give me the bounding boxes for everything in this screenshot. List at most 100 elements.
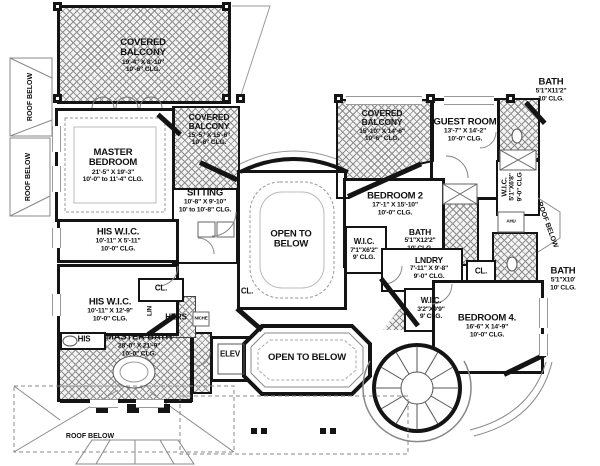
room-dims: 28'-0" X 21'-9" [117,342,161,350]
room-clg: 10'-0" CLG. [100,245,136,253]
stair-center [400,371,434,405]
room-name: BALCONY [188,121,230,132]
window [52,166,61,192]
label-elev: ELEV [219,349,241,359]
balcony-post [222,94,231,103]
wall-chamfer [235,306,264,333]
label-his: HIS [77,334,91,344]
balcony-post [334,94,343,103]
label-wic-e: W.I.C. 5'1"X6'8" 9'-0" CLG [499,172,523,201]
room-dims: 10'-8" X 9'-10" [183,198,227,206]
room-name: SITTING [186,187,224,199]
room-clg: 10'-6" CLG. [364,135,400,143]
label-bedroom-4: BEDROOM 4. 16'-6" X 14'-9" 10'-0" CLG. [457,312,517,339]
window [52,228,61,248]
room-name: BEDROOM [88,157,138,169]
room-clg: 10'-0" CLG. [469,331,505,339]
room-his-wic-1 [57,219,179,263]
room-dims: 7'-11" X 9'-8" [409,265,449,273]
room-dims: 16'-6" X 14'-9" [465,323,509,331]
room-name: BATH [538,76,564,88]
balcony-post [236,94,245,103]
balcony-outline [232,5,271,99]
label-ahu: AHU [506,218,516,224]
room-name: W.I.C. [499,177,509,197]
label-bedroom-2: BEDROOM 2 17'-1" X 15'-10" 10'-0" CLG. [367,190,423,217]
room-dims: 5'1"X11'2" [535,87,567,95]
label-his-wic-1: HIS W.I.C. 10'-11" X 5'-11" 10'-0" CLG. [95,226,141,253]
label-bath-se: BATH 5'1"X10' 10' CLG. [550,265,576,292]
room-name: BALCONY [120,47,166,59]
label-cl-left: CL. [154,283,168,293]
area-covered-balcony-w [172,106,240,196]
room-clg: 9' CLG. [352,254,376,262]
room-clg: 10' CLG. [407,244,433,252]
room-clg: 10' to 10'-8" CLG. [178,206,232,214]
area-covered-balcony-nw [57,5,231,104]
room-clg: 10'-0" CLG. [377,209,413,217]
label-master-bedroom: MASTER BEDROOM 21'-5" X 19'-3" 10'-0" to… [83,147,144,184]
room-name: BALCONY [361,117,403,128]
room-clg: 9' CLG. [419,313,443,321]
room-name: BEDROOM 4. [457,312,517,324]
room-clg: 10' CLG. [550,284,576,292]
room-name: BEDROOM 2 [367,190,423,202]
room-dims: 10'-11" X 5'-11" [95,237,141,245]
window [444,96,494,105]
room-dims: 19'-4" X 8'-10" [121,58,165,66]
room-name: COVERED [120,37,166,49]
label-wic-center: W.I.C. 7'1"X6'2" 9' CLG. [350,237,378,262]
room-name: GUEST ROOM [433,116,497,128]
label-guest-room: GUEST ROOM 13'-7" X 14'-2" 10'-0" CLG. [433,116,497,143]
room-dims: 15'-10" X 14'-6" [359,127,405,135]
room-clg: 10'-6" CLG. [191,139,227,147]
label-cl-right: CL. [474,266,488,276]
label-bath-center: BATH 5'1"X12'2" 10' CLG. [404,226,436,252]
label-open-to-below-s: OPEN TO BELOW [268,351,346,363]
window [539,334,548,356]
label-covered-balcony-e: COVERED BALCONY 15'-10" X 14'-6" 10'-6" … [359,108,405,143]
label-covered-balcony-nw: COVERED BALCONY 19'-4" X 8'-10" 10'-6" C… [120,37,166,74]
balcony-post [53,2,62,11]
room-name: BATH [408,226,432,237]
label-roof-below-nw: ROOF BELOW [27,72,35,122]
label-bath-ne: BATH 5'1"X11'2" 10' CLG. [535,76,567,102]
room-dims: 5'1"X12'2" [404,237,436,245]
porch-columns [96,404,336,434]
room-name: MASTER BATH [105,331,173,343]
room-clg: 10'-0" CLG. [447,135,483,143]
window [52,126,61,152]
room-name: HIS W.I.C. [88,296,132,308]
window [90,399,118,408]
room-name: COVERED [188,112,230,123]
label-sitting: SITTING 10'-8" X 9'-10" 10' to 10'-8" CL… [178,187,232,214]
bow-rail [239,150,349,165]
room-name: BELOW [273,239,309,250]
room-dims: 7'1"X6'2" [350,246,378,254]
room-name: W.I.C. [353,237,375,247]
room-clg: 10'-6" CLG. [125,66,161,74]
room-name: OPEN TO BELOW [268,351,346,363]
room-clg: 9'-0" CLG. [413,272,445,280]
room-dims: 5'1"X10' [550,276,576,284]
room-dims: 10'-11" X 12'-9" [87,307,133,315]
window [539,298,548,328]
label-niche: NICHE [194,315,208,321]
window [136,399,164,408]
room-name: BATH [550,265,576,277]
label-his-wic-2: HIS W.I.C. 10'-11" X 12'-9" 10'-0" CLG. [87,296,133,322]
room-name: HIS W.I.C. [96,226,140,238]
room-dims: 21'-5" X 19'-3" [91,168,135,176]
label-lin: LIN [146,306,154,316]
label-roof-below-e: ROOF BELOW [535,201,559,249]
room-dims: 17'-1" X 15'-10" [372,201,418,209]
window [52,294,61,316]
label-roof-below-w: ROOF BELOW [25,152,33,202]
room-name: W.I.C. [420,296,442,306]
balcony-post [426,94,435,103]
window [346,96,422,105]
label-lndry: LNDRY 7'-11" X 9'-8" 9'-0" CLG. [409,255,449,280]
label-master-bath: MASTER BATH 28'-0" X 21'-9" 10'-0" CLG. [105,331,173,357]
balcony-post [506,94,515,103]
